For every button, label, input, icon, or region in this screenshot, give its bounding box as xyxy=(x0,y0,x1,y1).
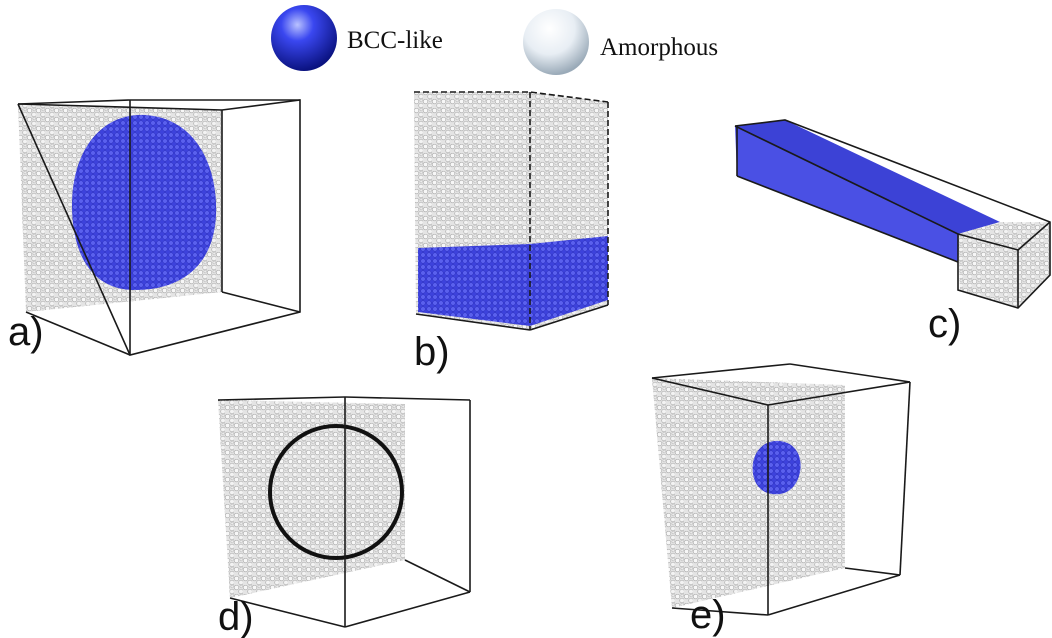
panel-c-bcc-side-face xyxy=(735,126,958,262)
legend-bcc-label: BCC-like xyxy=(347,27,443,54)
legend-amorphous-sphere-icon xyxy=(523,9,589,75)
legend: BCC-like Amorphous xyxy=(271,5,718,75)
panel-d-amorphous-slab xyxy=(218,400,405,598)
panel-c-label: c) xyxy=(928,302,961,346)
panel-c-bcc-top-face xyxy=(735,120,1000,234)
legend-bcc-sphere-icon xyxy=(271,5,337,71)
panel-b-label: b) xyxy=(414,330,450,374)
panel-d-outline-circle xyxy=(268,424,404,560)
panel-e-amorphous-slab xyxy=(652,378,845,608)
panel-a-label: a) xyxy=(8,310,44,354)
panel-c: c) xyxy=(734,119,1051,346)
panel-e-bcc-nucleus xyxy=(752,440,801,495)
panel-c-amorphous-end xyxy=(958,222,1050,308)
legend-amorphous-label: Amorphous xyxy=(600,34,718,61)
panel-d: d) xyxy=(217,396,471,638)
panel-a-bcc-disk xyxy=(72,114,217,290)
panel-d-label: d) xyxy=(218,595,254,638)
panel-b: b) xyxy=(414,91,609,374)
panel-e-label: e) xyxy=(690,593,726,637)
panel-b-bcc-layer xyxy=(418,236,608,326)
panel-a: a) xyxy=(8,99,301,356)
panel-e: e) xyxy=(651,363,911,637)
